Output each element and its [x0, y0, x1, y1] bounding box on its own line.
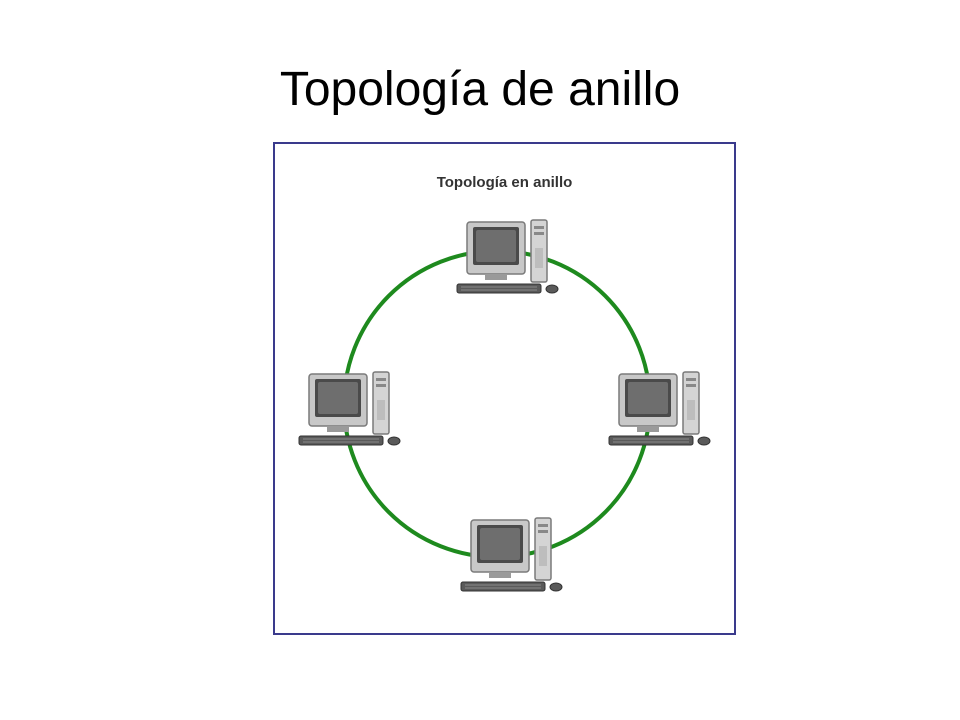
computer-left [297, 370, 401, 452]
desktop-computer-icon [460, 517, 563, 592]
computer-top [455, 218, 559, 300]
desktop-computer-icon [456, 219, 559, 294]
slide-title: Topología de anillo [279, 63, 681, 116]
computer-right [607, 370, 711, 452]
desktop-computer-icon [608, 371, 711, 446]
diagram-frame: Topología en anillo [273, 142, 736, 635]
desktop-computer-icon [298, 371, 401, 446]
diagram-title: Topología en anillo [436, 174, 573, 191]
computer-bottom [459, 516, 563, 598]
